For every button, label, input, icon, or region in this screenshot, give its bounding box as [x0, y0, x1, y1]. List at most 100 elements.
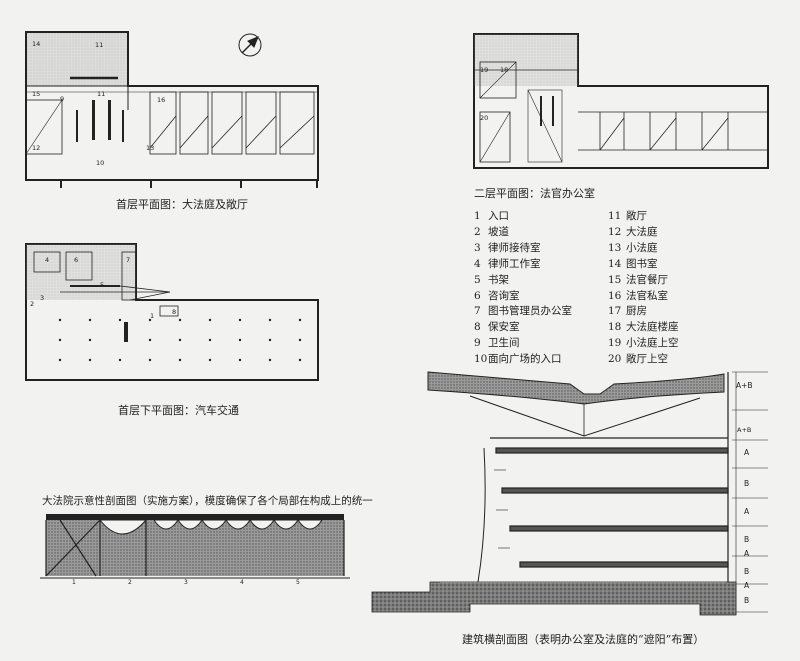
legend-number: 3 — [474, 241, 481, 254]
plan-label: 4 — [45, 256, 49, 264]
legend-label: 面向广场的入口 — [488, 353, 562, 366]
legend-number: 18 — [608, 321, 622, 334]
legend-number: 4 — [474, 257, 481, 270]
plan-label: 20 — [480, 114, 488, 122]
legend-label: 大法庭 — [626, 225, 658, 238]
legend-number: 5 — [474, 273, 481, 286]
concept-section — [40, 514, 350, 579]
plan-label: 7 — [126, 256, 130, 264]
level-label: B — [744, 479, 749, 488]
legend-number: 16 — [608, 289, 622, 302]
ground-floor-plan — [25, 31, 319, 188]
plan-label: 18 — [500, 66, 508, 74]
legend-number: 1 — [474, 210, 481, 222]
plan-label: 15 — [32, 90, 40, 98]
legend-number: 9 — [474, 337, 481, 350]
plan-label: 13 — [146, 144, 154, 152]
legend-number: 17 — [608, 305, 622, 318]
legend-item: 20 敞厅上空 — [608, 352, 679, 368]
legend-label: 律师接待室 — [488, 241, 541, 254]
legend-item: 12 大法庭 — [608, 225, 679, 241]
legend-label: 敞厅上空 — [626, 353, 668, 366]
legend-item: 4 律师工作室 — [474, 257, 572, 273]
caption-ground-floor: 首层平面图：大法庭及敞厅 — [116, 198, 248, 211]
legend-number: 15 — [608, 273, 622, 286]
bay-label: 4 — [240, 579, 244, 586]
legend-number: 12 — [608, 225, 622, 238]
plan-label: 11 — [95, 41, 103, 49]
legend-label: 厨房 — [626, 305, 647, 318]
legend-item: 5 书架 — [474, 273, 572, 289]
legend-number: 13 — [608, 241, 622, 254]
legend-number: 14 — [608, 257, 622, 270]
plan-label: 9 — [60, 95, 64, 103]
plan-label: 16 — [157, 96, 165, 104]
legend-number: 20 — [608, 353, 622, 366]
plan-label: 10 — [96, 159, 104, 167]
legend-item: 7 图书管理员办公室 — [474, 304, 572, 320]
legend-label: 书架 — [488, 273, 509, 286]
plan-label: 8 — [172, 308, 176, 316]
plan-label: 19 — [480, 66, 488, 74]
legend-label: 图书管理员办公室 — [488, 305, 572, 318]
legend-item: 9 卫生间 — [474, 336, 572, 352]
plan-label: 5 — [100, 281, 104, 289]
bay-label: 3 — [184, 579, 188, 586]
plan-label: 11 — [97, 90, 105, 98]
legend-item: 3 律师接待室 — [474, 241, 572, 257]
plan-label: 14 — [32, 40, 40, 48]
plan-label: 12 — [32, 144, 40, 152]
legend-item: 15 法官餐厅 — [608, 273, 679, 289]
second-floor-plan — [473, 33, 769, 169]
legend-label: 保安室 — [488, 321, 520, 334]
second-floor-room-labels: 19 18 20 — [480, 66, 508, 122]
bay-label: 2 — [128, 579, 132, 586]
legend-item: 16 法官私室 — [608, 289, 679, 305]
level-label: A — [744, 448, 750, 457]
legend-label: 法官餐厅 — [626, 273, 668, 286]
basement-room-labels: 4 6 7 5 3 2 1 8 — [30, 256, 176, 320]
legend-item: 18 大法庭楼座 — [608, 320, 679, 336]
north-arrow-icon — [238, 33, 262, 57]
legend-label: 法官私室 — [626, 289, 668, 302]
level-label: B — [744, 567, 749, 576]
legend-item: 8 保安室 — [474, 320, 572, 336]
legend-label: 图书室 — [626, 257, 658, 270]
bay-label: 5 — [296, 579, 300, 586]
level-label: B — [744, 535, 749, 544]
legend-label: 入口 — [488, 210, 509, 222]
legend-number: 10 — [474, 353, 488, 366]
legend-number: 11 — [608, 210, 622, 222]
caption-second-floor: 二层平面图：法官办公室 — [474, 187, 595, 200]
legend-item: 14 图书室 — [608, 257, 679, 273]
legend-number: 19 — [608, 337, 622, 350]
legend-number: 2 — [474, 225, 481, 238]
legend-label: 律师工作室 — [488, 257, 541, 270]
ground-floor-room-labels: 14 11 15 9 11 16 12 13 10 — [32, 40, 165, 167]
concept-section-bay-labels: 1 2 3 4 5 — [72, 579, 300, 586]
level-label: A — [744, 581, 750, 590]
legend-label: 坡道 — [488, 225, 509, 238]
legend-item: 1 入口 — [474, 209, 572, 225]
plan-label: 6 — [74, 256, 78, 264]
cross-section-level-labels: A+B A+B A B A B A B A B — [736, 381, 753, 605]
bay-label: 1 — [72, 579, 76, 586]
legend-number: 7 — [474, 305, 481, 318]
legend-number: 8 — [474, 321, 481, 334]
legend-label: 卫生间 — [488, 337, 520, 350]
cross-section — [371, 371, 768, 616]
legend-label: 大法庭楼座 — [626, 321, 679, 334]
plan-label: 2 — [30, 300, 34, 308]
level-label: A — [744, 507, 750, 516]
level-label: A+B — [736, 381, 753, 390]
level-label: A+B — [737, 426, 751, 434]
caption-concept-section: 大法院示意性剖面图（实施方案），模度确保了各个局部在构成上的统一 — [42, 495, 373, 507]
legend-item: 17 厨房 — [608, 304, 679, 320]
